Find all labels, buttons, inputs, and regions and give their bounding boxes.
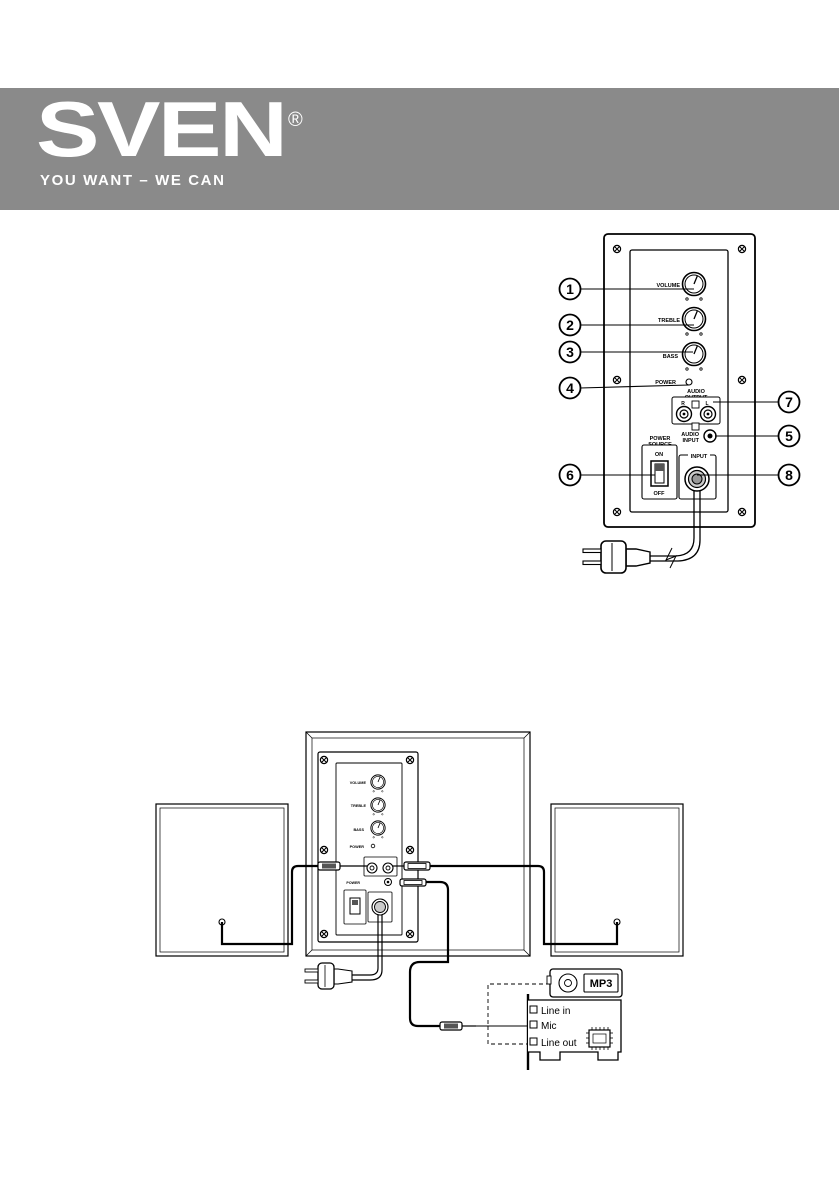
- svg-text:TREBLE: TREBLE: [351, 804, 367, 808]
- mic-jack[interactable]: [529, 1020, 538, 1029]
- audio-input-label-1: AUDIO: [681, 432, 699, 438]
- svg-text:4: 4: [566, 380, 574, 396]
- volume-label: VOLUME: [656, 283, 680, 289]
- registered-mark: ®: [288, 109, 303, 131]
- off-label: OFF: [654, 491, 666, 497]
- line-out-label: Line out: [541, 1038, 577, 1049]
- header-banner: SVEN ® YOU WANT – WE CAN: [0, 88, 839, 210]
- svg-text:7: 7: [785, 394, 793, 410]
- screw-icon: [691, 400, 700, 409]
- on-label: ON: [655, 452, 663, 458]
- line-in-jack[interactable]: [529, 1005, 538, 1014]
- svg-text:3: 3: [566, 344, 574, 360]
- out-r-label: R: [681, 401, 685, 407]
- audio-input-label-2: INPUT: [683, 438, 700, 444]
- screw-icon: [691, 422, 700, 431]
- out-l-label: L: [705, 401, 708, 407]
- svg-text:1: 1: [566, 281, 574, 297]
- sven-logo: SVEN: [36, 85, 288, 173]
- line-in-label: Line in: [541, 1006, 570, 1017]
- svg-text:VOLUME: VOLUME: [350, 781, 367, 785]
- audio-output-label-1: AUDIO: [687, 389, 705, 395]
- svg-text:5: 5: [785, 428, 793, 444]
- callout-2: 2: [558, 313, 582, 337]
- power-led-icon: [685, 378, 693, 386]
- callout-6: 6: [558, 463, 582, 487]
- mp3-label: MP3: [590, 978, 613, 990]
- screw-icon: [737, 375, 747, 385]
- svg-text:2: 2: [566, 317, 574, 333]
- svg-text:BASS: BASS: [353, 828, 364, 832]
- power-source-label-1: POWER: [650, 436, 671, 442]
- svg-text:POWER: POWER: [350, 845, 365, 849]
- svg-text:POWER: POWER: [346, 881, 360, 885]
- callout-3: 3: [558, 340, 582, 364]
- screw-icon: [612, 375, 622, 385]
- treble-label: TREBLE: [658, 318, 680, 324]
- line-out-jack[interactable]: [529, 1037, 538, 1046]
- screw-icon: [612, 507, 622, 517]
- screw-icon: [737, 507, 747, 517]
- callout-7: 7: [777, 390, 801, 414]
- input-label: INPUT: [691, 454, 708, 460]
- svg-text:6: 6: [566, 467, 574, 483]
- svg-text:8: 8: [785, 467, 793, 483]
- callout-8: 8: [777, 463, 801, 487]
- callout-4: 4: [558, 376, 582, 400]
- callout-5: 5: [777, 424, 801, 448]
- bass-label: BASS: [663, 354, 679, 360]
- power-plug-icon: [625, 548, 651, 567]
- mic-label: Mic: [541, 1021, 557, 1032]
- connection-diagram: VOLUME TREBLE BASS POWER POWER: [155, 731, 684, 1070]
- screw-icon: [737, 244, 747, 254]
- slogan: YOU WANT – WE CAN: [40, 172, 226, 189]
- screw-icon: [612, 244, 622, 254]
- callout-1: 1: [558, 277, 582, 301]
- power-label: POWER: [655, 380, 676, 386]
